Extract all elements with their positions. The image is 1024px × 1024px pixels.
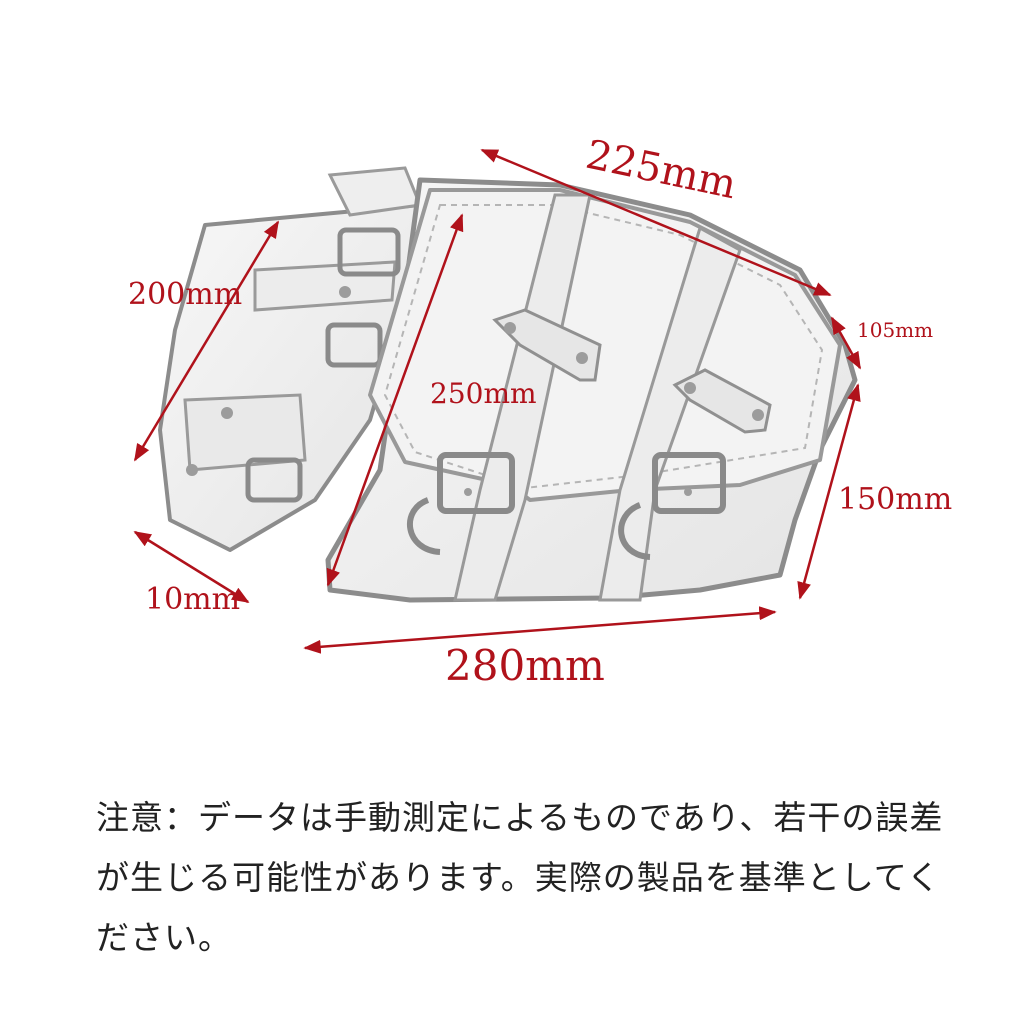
d-ring-icon (618, 502, 651, 560)
measurement-note: 注意：データは手動測定によるものであり、若干の誤差 が生じる可能性があります。実… (96, 788, 996, 968)
bag-illustration (133, 148, 862, 654)
note-line: が生じる可能性があります。実際の製品を基準としてく (96, 858, 941, 897)
dimension-label-middle-diagonal: 250mm (430, 377, 537, 410)
dimension-label-bottom-length: 280mm (445, 641, 605, 690)
note-line: 注意：データは手動測定によるものであり、若干の誤差 (96, 798, 944, 837)
buckle-icon (652, 452, 726, 514)
dimension-lines (133, 148, 862, 654)
product-dimension-diagram: 225mm 200mm 250mm 105mm 150mm 10mm 280mm (128, 132, 953, 690)
dimension-label-upper-left: 200mm (128, 277, 243, 312)
dimension-label-right-side: 150mm (838, 482, 953, 517)
dimension-label-right-top-small: 105mm (857, 318, 934, 342)
note-line: ださい。 (96, 918, 232, 957)
dimension-label-bottom-left-depth: 10mm (145, 582, 241, 617)
